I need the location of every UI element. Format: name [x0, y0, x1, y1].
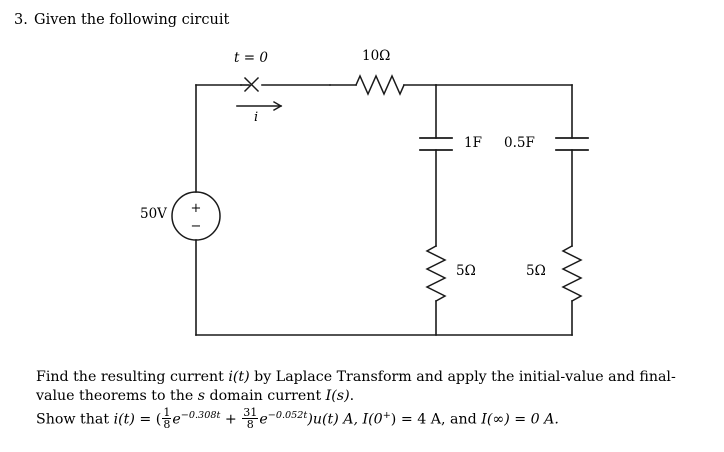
line3-text-a: Show that: [36, 411, 114, 428]
resistor-5-right-label: 5Ω: [526, 263, 546, 279]
statement-line-1: Find the resulting current i(t) by Lapla…: [36, 368, 706, 387]
voltage-source-label: 50V: [140, 206, 167, 222]
voltage-source-symbol: [171, 191, 221, 241]
current-arrow-head: [273, 101, 283, 111]
question-heading: 3. Given the following circuit: [14, 12, 229, 28]
question-prompt: Given the following circuit: [34, 12, 230, 28]
line3-e2-exp: −0.052t: [267, 410, 308, 421]
cap2-label: 0.5F: [504, 135, 535, 151]
circuit-diagram: + − t = 0 i 10Ω 1F 0.5F 5Ω 5Ω 50V: [0, 40, 724, 350]
frac2-num: 31: [242, 405, 259, 419]
line3-e1-exp: −0.308t: [180, 410, 221, 421]
line1-text-a: Find the resulting current: [36, 369, 229, 385]
frac1-num: 1: [162, 405, 172, 419]
switch-x-icon: [243, 76, 260, 93]
switch-time-label: t = 0: [234, 50, 268, 66]
line3-i0: I(0: [362, 411, 383, 428]
line2-text-c: .: [349, 388, 355, 404]
line3-plus: +: [220, 411, 242, 428]
line2-s: s: [197, 388, 206, 404]
resistor-10-symbol: [355, 74, 405, 96]
circuit-svg: + −: [171, 74, 589, 336]
frac2-den: 8: [246, 417, 254, 431]
source-plus-label: +: [191, 201, 202, 216]
line1-it: i(t): [228, 369, 250, 385]
problem-statement: Find the resulting current i(t) by Lapla…: [36, 368, 706, 430]
line2-text-b: domain current: [205, 388, 326, 404]
question-number: 3.: [14, 12, 28, 28]
resistor-5-left-symbol: [425, 244, 447, 303]
line3-e1: e: [172, 411, 181, 428]
line1-text-b: by Laplace Transform and apply the initi…: [249, 369, 676, 385]
cap1-label: 1F: [464, 135, 482, 151]
line3-it: i(t): [113, 411, 135, 428]
line2-is: I(s): [325, 388, 350, 404]
frac1-den: 8: [163, 417, 171, 431]
line3-close: )u(t) A,: [307, 411, 363, 428]
line3-inf: I(∞) = 0 A.: [481, 411, 559, 428]
resistor-5-right-symbol: [561, 244, 583, 303]
current-label: i: [254, 110, 259, 125]
line3-i0-val: ) = 4 A, and: [390, 411, 482, 428]
line3-eq: = (: [134, 411, 162, 428]
source-minus-label: −: [191, 219, 202, 234]
line3-i0-sup: +: [382, 410, 391, 421]
line3-e2: e: [259, 411, 268, 428]
line2-text-a: value theorems to the: [36, 388, 198, 404]
resistor-10-label: 10Ω: [362, 48, 391, 64]
statement-line-2: value theorems to the s domain current I…: [36, 387, 706, 406]
resistor-5-left-label: 5Ω: [456, 263, 476, 279]
